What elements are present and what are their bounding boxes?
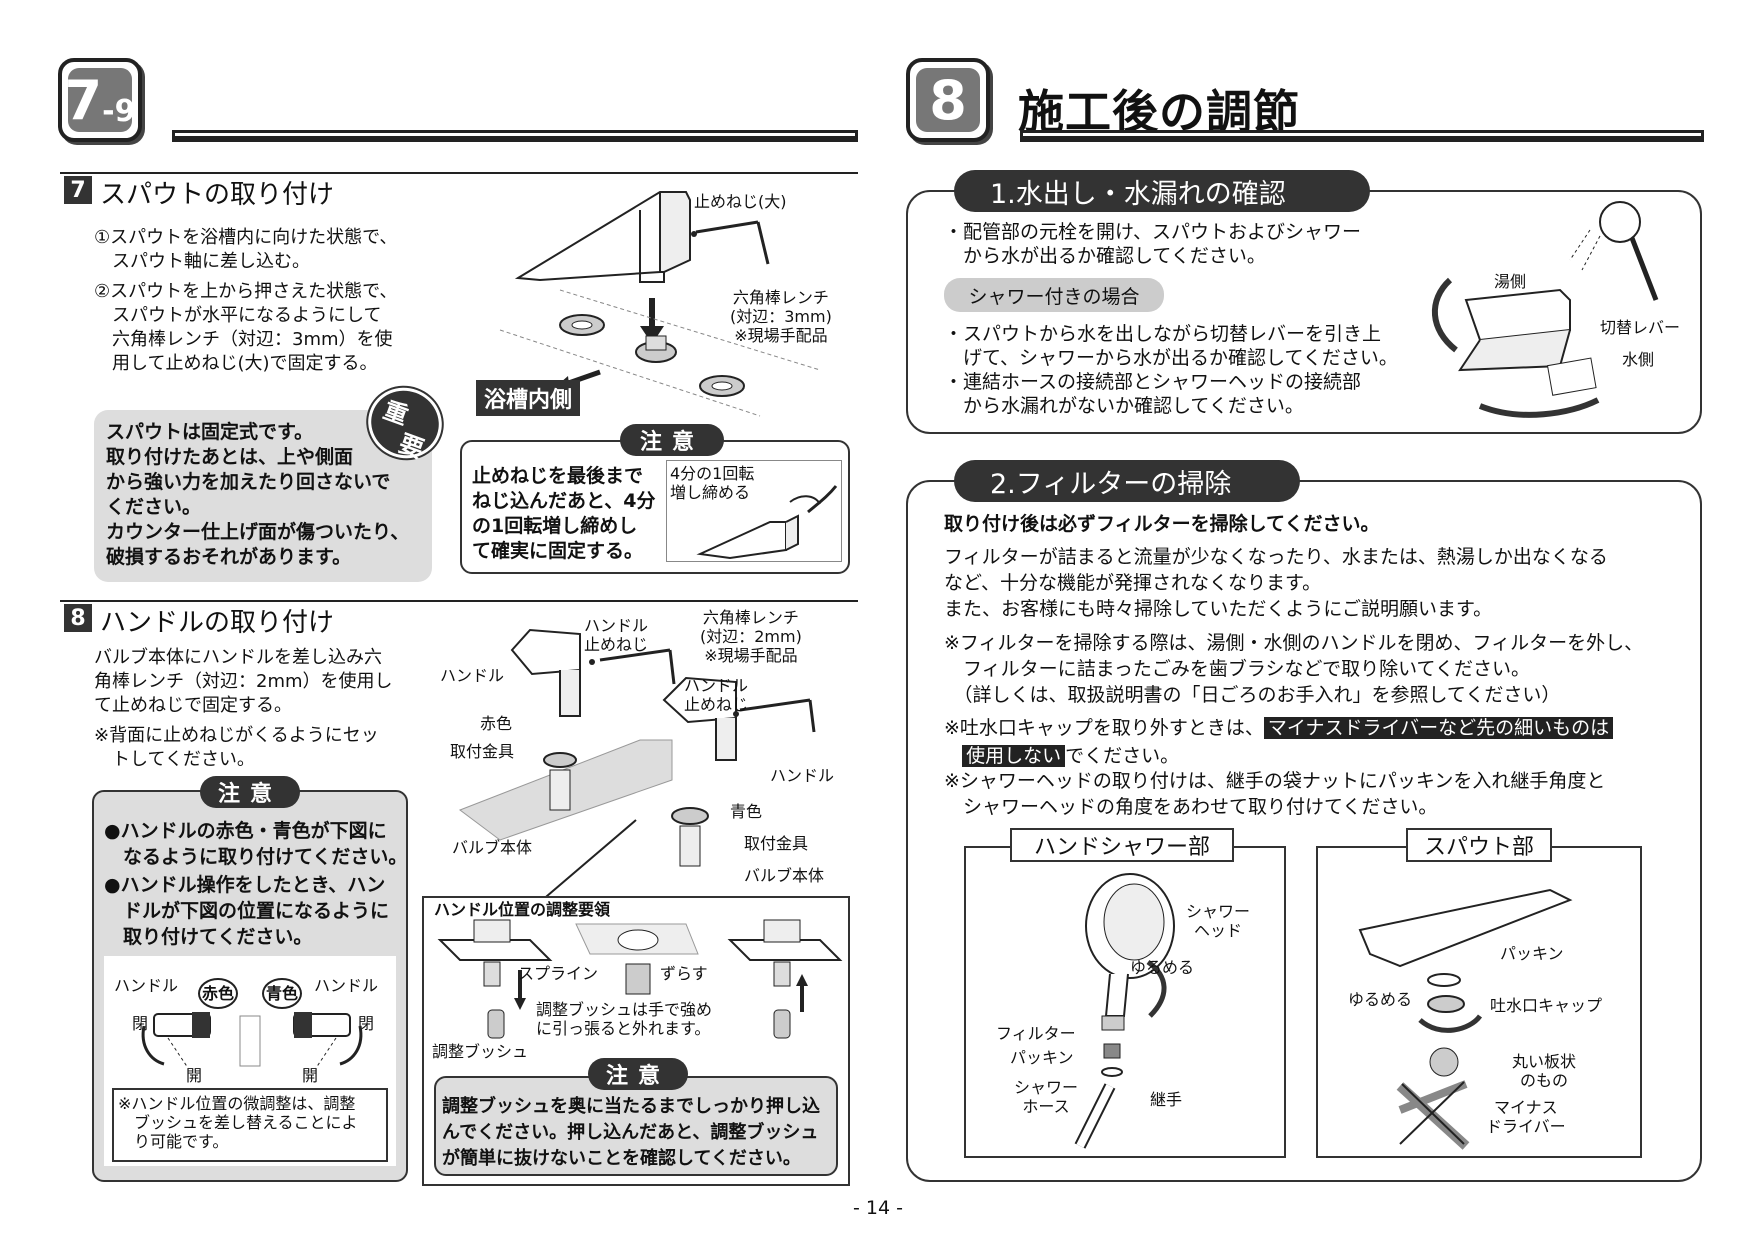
label-packing-spout: パッキン [1500, 944, 1564, 963]
header-rule-right [1020, 130, 1704, 142]
label-hex-wrench-3mm: 六角棒レンチ (対辺：3mm) ※現場手配品 [730, 288, 832, 345]
section-badge-7-9: 7-9 [58, 58, 142, 142]
note2-suffix: でください。 [1065, 745, 1180, 767]
label-quarter-turn: 4分の1回転 増し締める [670, 464, 755, 502]
fig-label-handle-right: ハンドル [314, 976, 379, 995]
label-loosen-spout: ゆるめる [1348, 990, 1413, 1009]
step8-title: ハンドルの取り付け [100, 608, 335, 638]
handle-position-drawing [141, 1012, 363, 1069]
section1-text1: ・配管部の元栓を開け、スパウトおよびシャワー から水が出るか確認してください。 [944, 221, 1362, 267]
label-valve: バルブ本体 [452, 838, 533, 857]
label-hex-wrench-2mm: 六角棒レンチ (対辺：2mm) ※現場手配品 [700, 608, 802, 665]
bush-note: 調整ブッシュは手で強め に引っ張ると外れます。 [536, 1000, 713, 1038]
note2-prefix: ※吐水口キャップを取り外すときは、 [944, 717, 1264, 739]
section2-bold: 取り付け後は必ずフィルターを掃除してください。 [944, 513, 1380, 535]
label-loosen-shower: ゆるめる [1130, 958, 1195, 977]
badge-sub: -9 [102, 93, 136, 129]
caution-pill-step7: 注意 [620, 424, 724, 456]
section1-title: 1.水出し・水漏れの確認 [954, 170, 1370, 212]
fig-label-handle-left: ハンドル [114, 976, 179, 995]
label-filter: フィルター [996, 1024, 1076, 1043]
label-handle: ハンドル [440, 666, 505, 685]
lever-illustration [1432, 201, 1659, 418]
label-handle-screw-2: ハンドル 止めねじ [684, 676, 749, 714]
label-fitting: 取付金具 [450, 742, 515, 761]
label-joint: 継手 [1150, 1090, 1183, 1109]
caution-pill-adjust: 注意 [588, 1058, 688, 1090]
fig-label-close-right: 閉 [358, 1014, 375, 1033]
label-fitting-2: 取付金具 [744, 834, 809, 853]
header-rule-left [172, 130, 858, 142]
badge-number: 7 [64, 68, 103, 132]
important-text: スパウトは固定式です。 取り付けたあとは、上や側面 から強い力を加えたり回さない… [106, 421, 410, 568]
note2-highlight-1: マイナスドライバーなど先の細いものは [1263, 717, 1614, 739]
label-switch-lever: 切替レバー [1600, 318, 1681, 337]
label-round-plate: 丸い板状 のもの [1512, 1052, 1577, 1090]
section2-text1: フィルターが詰まると流量が少なくなったり、水または、熱湯しか出なくなる など、十… [944, 546, 1608, 620]
label-packing-shower: パッキン [1010, 1048, 1074, 1067]
caution-pill-step8: 注意 [200, 776, 300, 808]
handle-install-illustration [458, 628, 816, 903]
page-number: - 14 - [853, 1197, 903, 1219]
label-outlet-cap: 吐水口キャップ [1490, 996, 1603, 1015]
caution-adjust-text: 調整ブッシュを奥に当たるまでしっかり押し込 んでください。押し込んだあと、調整ブ… [442, 1096, 820, 1169]
label-shower-hose: シャワー ホース [1014, 1078, 1079, 1116]
label-cold-side: 水側 [1622, 350, 1655, 369]
label-shift: ずらす [660, 964, 708, 983]
shower-pill: シャワー付きの場合 [944, 278, 1164, 312]
step8-number: 8 [64, 604, 92, 632]
label-spline: スプライン [518, 964, 599, 983]
fine-adjust-note-box [112, 1088, 388, 1162]
step8-rule [60, 600, 858, 602]
section-badge-8: 8 [906, 58, 990, 142]
spout-title: スパウト部 [1406, 828, 1552, 862]
hand-shower-illustration [1074, 873, 1175, 1149]
section2-note1: ※フィルターを掃除する際は、湯側・水側のハンドルを閉め、フィルターを外し、 フィ… [944, 632, 1644, 706]
fig-label-open-right: 開 [302, 1066, 319, 1085]
adjust-illustration [437, 919, 843, 1039]
label-flat-driver: マイナス ドライバー [1486, 1098, 1566, 1136]
label-red: 赤色 [480, 714, 513, 733]
label-tub-inside: 浴槽内側 [476, 380, 581, 416]
badge-8-number: 8 [916, 68, 980, 132]
section2-note2: ※吐水口キャップを取り外すときは、マイナスドライバーなど先の細いものは 使用しな… [944, 714, 1694, 770]
hand-shower-title: ハンドシャワー部 [1010, 828, 1234, 862]
label-bush: 調整ブッシュ [432, 1042, 529, 1061]
caution-step8-2: ●ハンドル操作をしたとき、ハン ドルが下図の位置になるように 取り付けてください… [104, 874, 390, 948]
note2-highlight-2: 使用しない [962, 745, 1066, 767]
label-handle-2: ハンドル [770, 766, 835, 785]
step7-title: スパウトの取り付け [100, 180, 335, 210]
label-handle-screw: ハンドル 止めねじ [584, 616, 649, 654]
section2-note3: ※シャワーヘッドの取り付けは、継手の袋ナットにパッキンを入れ継手角度と シャワー… [944, 770, 1606, 818]
step7-rule [60, 172, 858, 174]
fig-label-blue: 青色 [262, 978, 303, 1009]
label-shower-head: シャワー ヘッド [1186, 902, 1251, 940]
caution-text-step7: 止めねじを最後まで ねじ込んだあと、4分 の1回転増し締めし て確実に固定する。 [472, 465, 656, 562]
spout-cap-illustration [1358, 888, 1573, 1150]
section2-title: 2.フィルターの掃除 [954, 460, 1300, 502]
caution-step8-1: ●ハンドルの赤色・青色が下図に なるように取り付けてください。 [104, 820, 408, 868]
label-blue: 青色 [730, 802, 763, 821]
step8-note: ※背面に止めねじがくるようにセッ トしてください。 [94, 725, 379, 770]
section1-text2: ・スパウトから水を出しながら切替レバーを引き上 げて、シャワーから水が出るか確認… [944, 323, 1398, 417]
label-stop-screw-large: 止めねじ(大) [694, 192, 787, 211]
adjust-title: ハンドル位置の調整要領 [434, 900, 611, 919]
label-hot-side: 湯側 [1494, 272, 1527, 291]
step7-instruction-2: ②スパウトを上から押さえた状態で、 スパウトが水平になるようにして 六角棒レンチ… [94, 281, 398, 374]
fine-adjust-note: ※ハンドル位置の微調整は、調整 ブッシュを差し替えることによ り可能です。 [118, 1094, 358, 1151]
label-valve-2: バルブ本体 [744, 866, 825, 885]
fig-label-open-left: 開 [186, 1066, 203, 1085]
step7-instruction-1: ①スパウトを浴槽内に向けた状態で、 スパウト軸に差し込む。 [94, 227, 398, 272]
fig-label-red: 赤色 [198, 978, 239, 1009]
step8-instruction: バルブ本体にハンドルを差し込み六 角棒レンチ（対辺：2mm）を使用し て止めねじ… [94, 647, 393, 716]
quarter-turn-illustration [696, 485, 838, 560]
step7-number: 7 [64, 176, 92, 204]
